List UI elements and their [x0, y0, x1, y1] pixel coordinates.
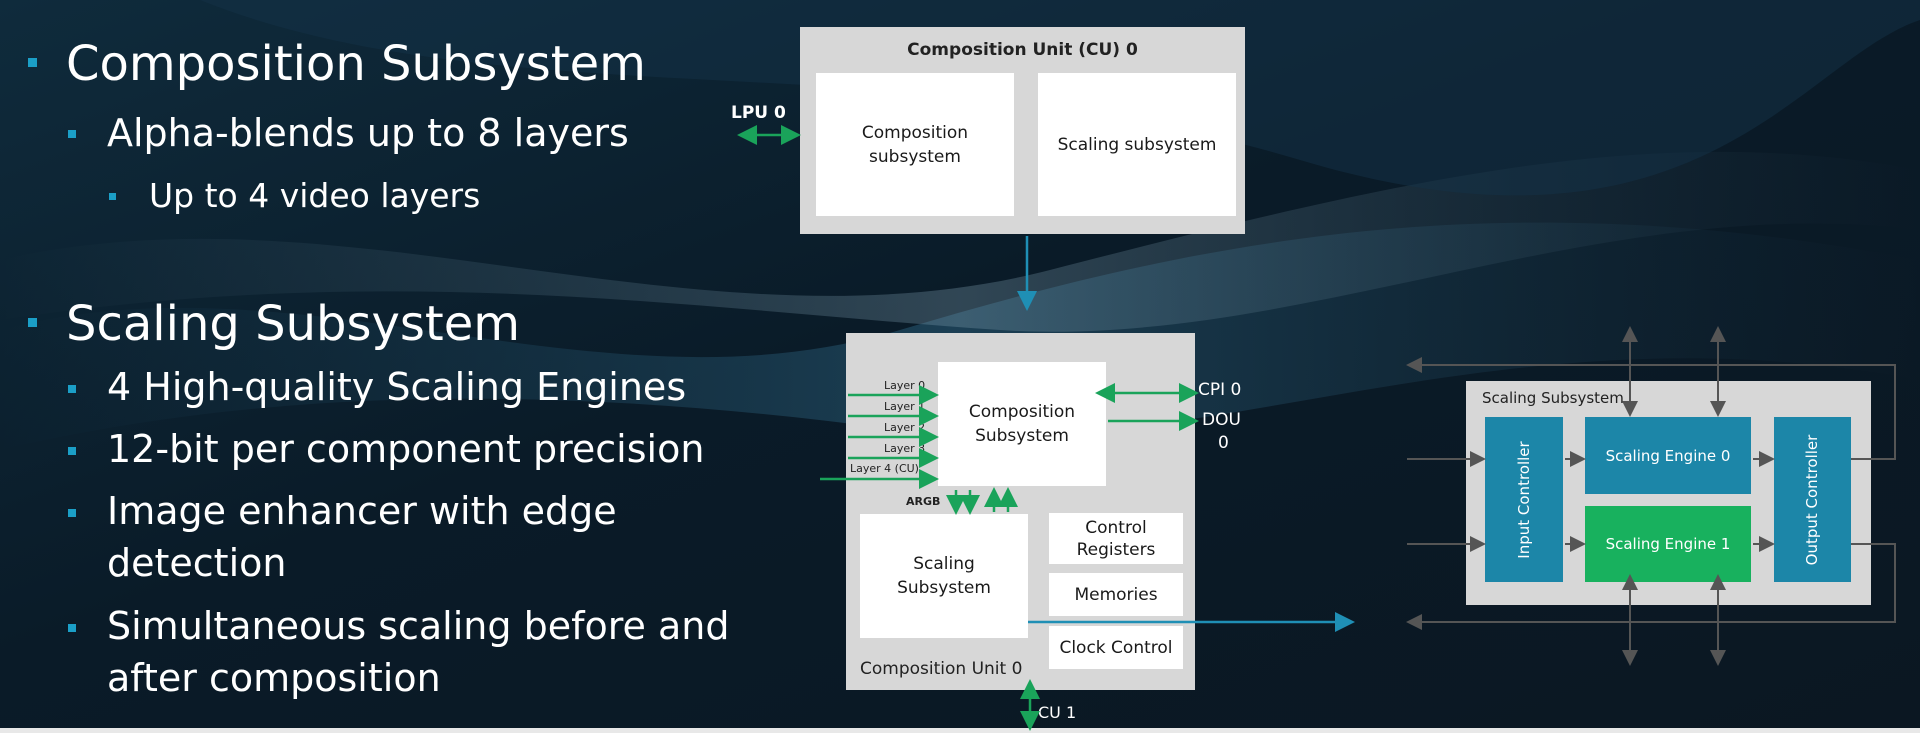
mid-composition-box: Composition Subsystem [938, 362, 1106, 486]
bullet-marker [68, 509, 76, 517]
bullet-scaling-item-cont: detection [107, 541, 287, 585]
bullet-scaling-item: Simultaneous scaling before and [107, 604, 730, 648]
control-registers-line1: Control [1085, 517, 1147, 538]
control-registers-box: Control Registers [1049, 513, 1183, 564]
cu0-composition-line1: Composition [861, 122, 969, 143]
bullet-marker [68, 130, 76, 138]
layer-label: Layer 1 [884, 400, 926, 413]
cu0-scaling-box: Scaling subsystem [1038, 73, 1236, 216]
layer-label: Layer 4 (CU) [850, 462, 919, 475]
layer-label: Layer 0 [884, 379, 926, 392]
cu0-composition-box: Composition subsystem [816, 73, 1014, 216]
cu0-composition-line2: subsystem [869, 146, 961, 167]
scaling-engine-0-block: Scaling Engine 0 [1585, 417, 1751, 494]
control-registers-line2: Registers [1076, 539, 1156, 560]
bullet-scaling-title: Scaling Subsystem [66, 296, 520, 352]
mid-scaling-line1: Scaling [913, 554, 975, 574]
bullet-scaling-item-cont: after composition [107, 656, 441, 700]
input-controller-block [1485, 417, 1563, 582]
layer-label: Layer 2 [884, 421, 926, 434]
scaling-engine-0-label: Scaling Engine 0 [1605, 446, 1731, 465]
cu0-detail-footer: Composition Unit 0 [860, 659, 1023, 679]
clock-control-label: Clock Control [1059, 637, 1173, 658]
lpu0-label: LPU 0 [731, 103, 786, 123]
bullet-scaling-item: 4 High-quality Scaling Engines [107, 365, 687, 409]
memories-box: Memories [1049, 573, 1183, 616]
layer-label: Layer 3 [884, 442, 926, 455]
cu0-top-title: Composition Unit (CU) 0 [907, 40, 1138, 60]
clock-control-box: Clock Control [1049, 626, 1183, 669]
output-top-return-arrow [1406, 357, 1896, 460]
bullet-marker [68, 447, 76, 455]
bullet-scaling-item: 12-bit per component precision [107, 427, 705, 471]
mid-composition-line1: Composition [968, 402, 1076, 422]
bullet-composition-sub1: Alpha-blends up to 8 layers [107, 111, 629, 155]
dou-label-line2: 0 [1218, 433, 1229, 453]
cpi0-label: CPI 0 [1198, 380, 1242, 400]
scaling-subsystem-title: Scaling Subsystem [1482, 389, 1624, 407]
bullet-composition-sub1a: Up to 4 video layers [149, 176, 481, 215]
scaling-engine-1-label: Scaling Engine 1 [1605, 535, 1731, 553]
bullet-marker [68, 624, 76, 632]
cu0-scaling-label: Scaling subsystem [1057, 134, 1217, 155]
mid-scaling-line2: Subsystem [897, 578, 991, 598]
bullet-scaling-item: Image enhancer with edge [107, 489, 617, 533]
output-bottom-return-arrow [1406, 543, 1896, 630]
mid-composition-line2: Subsystem [975, 426, 1069, 446]
scaling-engine-1-block: Scaling Engine 1 [1585, 506, 1751, 582]
bullet-marker [28, 58, 37, 67]
cu1-label: CU 1 [1038, 703, 1077, 722]
bullet-marker [109, 193, 116, 200]
mid-scaling-box: Scaling Subsystem [860, 514, 1028, 638]
output-controller-block [1774, 417, 1851, 582]
argb-label: ARGB [906, 495, 941, 508]
dou-label-line1: DOU [1202, 410, 1241, 430]
bullet-composition-title: Composition Subsystem [66, 36, 646, 92]
bullet-marker [28, 318, 37, 327]
bullet-list: Composition Subsystem Alpha-blends up to… [0, 0, 729, 733]
bullet-marker [68, 385, 76, 393]
memories-label: Memories [1074, 584, 1158, 605]
